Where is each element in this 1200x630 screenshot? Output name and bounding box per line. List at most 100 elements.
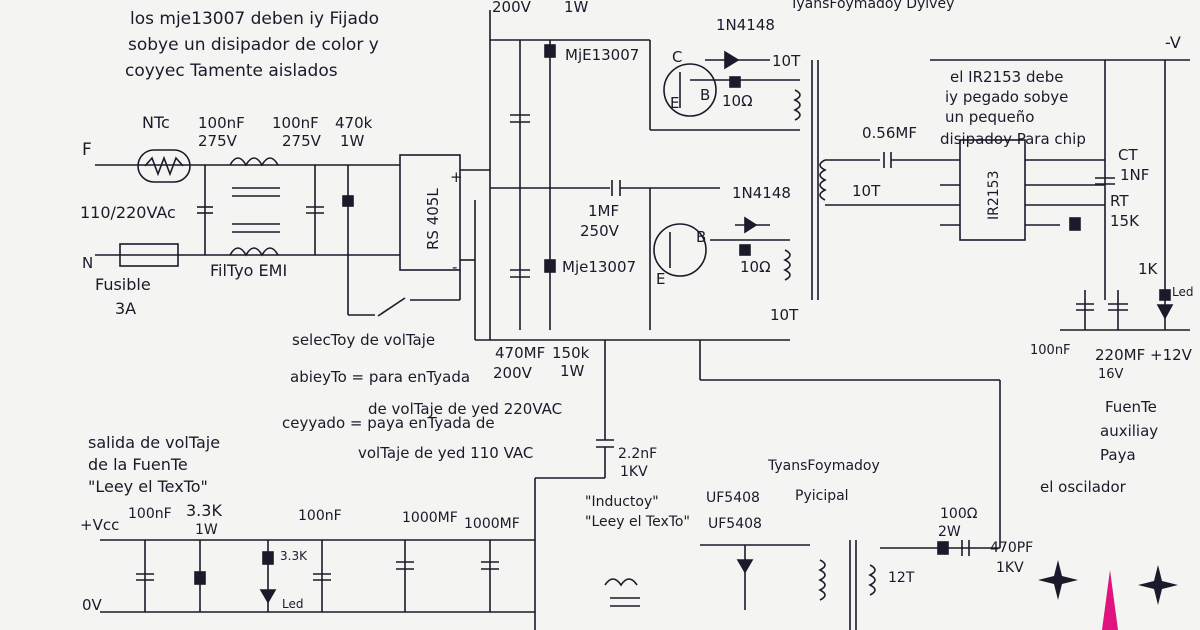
base-res2-label: 10Ω (740, 258, 771, 276)
q1-transistor (663, 63, 717, 117)
star-right-decoration (1138, 565, 1178, 605)
coupler-cap-label: 2.2nF (618, 446, 657, 462)
bridge-rectifier (399, 154, 461, 271)
driver-cap-label: 0.56MF (862, 124, 917, 142)
r1-rating-label: 1W (340, 132, 365, 150)
out-c2-label: 100nF (298, 508, 342, 524)
coupling-cap-label: 1MF (588, 202, 619, 220)
neutral-label: N (82, 254, 93, 272)
bulk-cap-rating: 200V (493, 364, 533, 382)
coupler-cap-rating: 1KV (620, 464, 648, 480)
ntc-label: NTc (142, 113, 170, 132)
q2-base-label: B (696, 228, 706, 246)
out-diode2-label: UF5408 (708, 516, 762, 532)
output-title-2: de la FuenTe (88, 455, 188, 474)
ir-note-1: el IR2153 debe (950, 68, 1063, 86)
out-r1-rating: 1W (195, 522, 218, 538)
snubber-res-rating: 2W (938, 524, 961, 540)
osc-caption-3: Paya (1100, 446, 1136, 464)
q1-turns-label: 10T (772, 52, 801, 70)
osc-caption-2: auxiliay (1100, 422, 1158, 440)
snubber-res-label: 100Ω (940, 506, 978, 522)
output-title-1: salida de volTaje (88, 433, 220, 452)
wiring (95, 10, 1190, 630)
main-transformer-label-1: TyansFoymadoy (767, 458, 880, 474)
main-transformer-label-2: Pyicipal (795, 488, 849, 504)
bulk-cap-label: 470MF (495, 344, 545, 362)
phase-label: F (82, 140, 92, 160)
rt-label: RT (1110, 192, 1129, 210)
led-resistor-label: 1K (1138, 260, 1159, 278)
bridge-plus-label: + (450, 168, 463, 186)
bulk-top-rating: 200V (492, 0, 532, 16)
q1-collector-label: C (672, 48, 682, 66)
ir2153-chip (959, 139, 1026, 241)
vcc-label: +Vcc (80, 516, 119, 534)
bridge-minus-label: - (452, 258, 457, 276)
selector-closed-detail: volTaje de yed 110 VAC (358, 444, 533, 462)
gnd-label: 0V (82, 596, 103, 614)
osc-led-label: Led (1172, 285, 1193, 299)
osc-big-cap-label: 220MF (1095, 346, 1145, 364)
out-c3-label: 1000MF (402, 510, 458, 526)
selector-closed-label: ceyyado = paya enTyada de (282, 414, 495, 432)
ir-note-2: iy pegado sobye (945, 88, 1068, 106)
emi-filter-label: FilTyo EMI (210, 261, 287, 280)
q2-turns-label: 10T (770, 306, 799, 324)
heatsink-note-1: los mje13007 deben iy Fijado (130, 9, 379, 29)
ntc-thermistor (137, 149, 191, 183)
ir-note-4: disipadoy Para chip (940, 130, 1086, 148)
q1-emitter-label: E (670, 94, 679, 112)
osc-rail-label: +12V (1150, 346, 1193, 364)
out-led-res-label: 3.3K (280, 549, 308, 563)
rt-value-label: 15K (1110, 212, 1140, 230)
snubber-cap-label: 470PF (990, 540, 1033, 556)
labels: los mje13007 deben iy Fijado sobye un di… (80, 0, 1193, 614)
c1-rating-label: 275V (198, 132, 238, 150)
c2-rating-label: 275V (282, 132, 322, 150)
selector-open-label: abieyTo = para enTyada (290, 368, 470, 386)
secondary-turns-label: 12T (888, 570, 915, 586)
driver-turns-label: 10T (852, 182, 881, 200)
fuse-rating-label: 3A (115, 299, 136, 318)
inductor-label-2: "Leey el TexTo" (585, 514, 690, 530)
ct-value-label: 1NF (1120, 166, 1149, 184)
diode1-label: 1N4148 (716, 16, 775, 34)
diode2-label: 1N4148 (732, 184, 791, 202)
out-c1-label: 100nF (128, 506, 172, 522)
out-diode1-label: UF5408 (706, 490, 760, 506)
out-c4-label: 1000MF (464, 516, 520, 532)
c1-value-label: 100nF (198, 114, 245, 132)
fuse (119, 243, 179, 267)
coupling-cap-rating: 250V (580, 222, 620, 240)
q2-label: Mje13007 (562, 258, 636, 276)
q1-label: MjE13007 (565, 46, 639, 64)
fuse-label: Fusible (95, 275, 151, 294)
supply-label: -V (1165, 33, 1181, 52)
q2-transistor (653, 223, 707, 277)
heatsink-note-3: coyyec Tamente aislados (125, 61, 338, 81)
bridge-label: RS 405L (424, 188, 442, 250)
osc-small-cap-label: 100nF (1030, 343, 1071, 358)
out-led-label: Led (282, 597, 303, 611)
base-res1-label: 10Ω (722, 92, 753, 110)
pink-star-decoration (1102, 570, 1118, 630)
bulk-res-label: 150k (552, 344, 590, 362)
output-title-3: "Leey el TexTo" (88, 477, 208, 496)
driver-transformer-title: TyansFoymadoy Dyivey (789, 0, 954, 12)
selector-title: selecToy de volTaje (292, 331, 435, 349)
bulk-res-rating: 1W (560, 362, 585, 380)
osc-caption-4: el oscilador (1040, 478, 1127, 496)
selector-open-detail: de volTaje de yed 220VAC (368, 400, 562, 418)
snubber-cap-rating: 1KV (996, 560, 1024, 576)
ct-label: CT (1118, 146, 1138, 164)
star-left-decoration (1038, 560, 1078, 600)
r1-value-label: 470k (335, 114, 373, 132)
ir-note-3: un pequeño (945, 108, 1034, 126)
inductor-label-1: "Inductoy" (585, 494, 659, 510)
q2-emitter-label: E (656, 270, 665, 288)
c2-value-label: 100nF (272, 114, 319, 132)
bulk-top-watt: 1W (564, 0, 589, 16)
